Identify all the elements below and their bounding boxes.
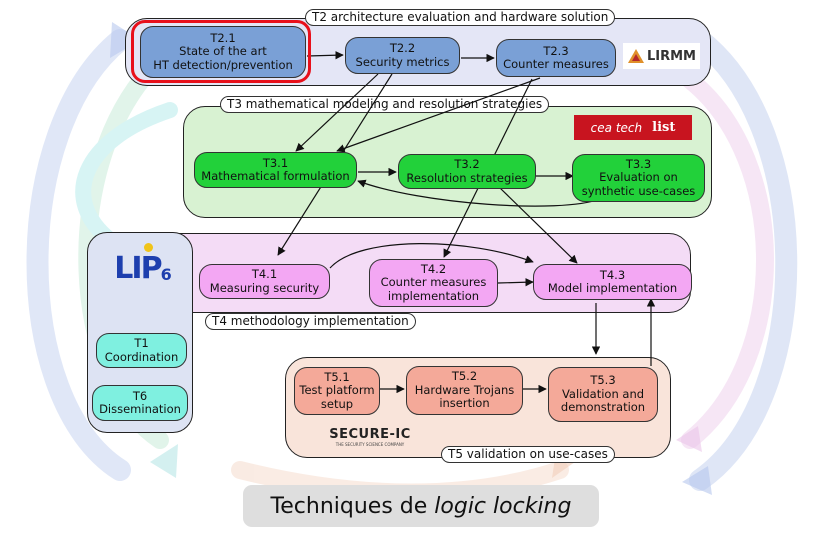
task-id: T5.3: [590, 373, 616, 388]
t4-panel-title: T4 methodology implementation: [205, 313, 416, 330]
task-name: Counter measures: [503, 57, 609, 71]
ceatech-text: cea tech: [590, 120, 643, 135]
lirmm-logo: LIRMM: [623, 43, 700, 69]
secure-ic-text: SECURE-IC: [329, 426, 411, 442]
task-id: T2.3: [543, 43, 569, 58]
task-id: T4.3: [599, 267, 626, 282]
task-name: Coordination: [104, 349, 179, 364]
task-t6[interactable]: T6 Dissemination: [92, 385, 188, 421]
t5-panel-title: T5 validation on use-cases: [441, 446, 615, 463]
task-t1[interactable]: T1 Coordination: [96, 333, 187, 368]
lip6-dot-icon: [144, 243, 153, 252]
task-t2-1[interactable]: T2.1 State of the art HT detection/preve…: [140, 26, 306, 78]
task-name: Counter measures implementation: [380, 275, 487, 303]
task-id: T3.1: [262, 155, 289, 170]
arrow-t42-t43: [497, 278, 534, 287]
task-id: T1: [134, 336, 149, 350]
task-t5-1[interactable]: T5.1 Test platform setup: [294, 367, 380, 415]
lip6-logo: LIP 6: [112, 243, 174, 293]
t2-panel-title: T2 architecture evaluation and hardware …: [305, 9, 616, 26]
lip6-text: LIP: [114, 250, 162, 286]
task-t4-1[interactable]: T4.1 Measuring security: [199, 264, 330, 299]
task-name: Model implementation: [547, 281, 678, 295]
task-name: Validation and demonstration: [560, 386, 646, 415]
task-t4-3[interactable]: T4.3 Model implementation: [533, 264, 692, 300]
arrow-t22-t31: [295, 73, 379, 152]
task-id: T4.2: [420, 261, 447, 276]
task-id: T5.1: [324, 369, 350, 384]
task-t5-3[interactable]: T5.3 Validation and demonstration: [548, 367, 658, 422]
arrow-t32-t43: [499, 187, 578, 264]
task-t3-3[interactable]: T3.3 Evaluation on synthetic use-cases: [572, 154, 705, 202]
task-id: T4.1: [251, 267, 278, 281]
list-text: list: [652, 120, 676, 135]
task-name: Mathematical formulation: [201, 169, 350, 183]
task-name: Security metrics: [355, 54, 450, 69]
secure-ic-logo: SECURE-IC THE SECURITY SCIENCE COMPANY: [322, 425, 418, 450]
task-t3-2[interactable]: T3.2 Resolution strategies: [398, 154, 536, 189]
lip6-number: 6: [160, 264, 172, 284]
task-t5-2[interactable]: T5.2 Hardware Trojans insertion: [406, 366, 523, 415]
lirmm-mark-icon: [627, 49, 644, 63]
task-t2-2[interactable]: T2.2 Security metrics: [345, 37, 460, 74]
task-id: T3.3: [625, 156, 652, 171]
cea-tech-list-logo: cea tech list: [574, 115, 692, 140]
arrow-t21-t22: [306, 51, 344, 60]
task-name: State of the art HT detection/prevention: [153, 44, 293, 72]
task-name: Hardware Trojans insertion: [414, 382, 515, 411]
task-id: T6: [132, 388, 148, 403]
task-name: Resolution strategies: [406, 170, 528, 185]
highlight-frame: [131, 20, 311, 83]
task-id: T3.2: [454, 157, 480, 171]
task-name: Evaluation on synthetic use-cases: [581, 170, 696, 198]
secure-ic-tagline: THE SECURITY SCIENCE COMPANY: [335, 441, 405, 447]
task-t4-2[interactable]: T4.2 Counter measures implementation: [369, 259, 498, 307]
task-name: Test platform setup: [299, 383, 375, 411]
task-name: Measuring security: [209, 280, 320, 295]
task-t2-3[interactable]: T2.3 Counter measures: [496, 39, 616, 77]
caption-italic: logic locking: [434, 493, 572, 519]
caption-text: Techniques de: [270, 493, 428, 519]
task-id: T5.2: [451, 369, 478, 384]
t3-panel-title: T3 mathematical modeling and resolution …: [220, 96, 550, 113]
task-id: T2.1: [210, 30, 236, 45]
task-id: T2.2: [389, 41, 416, 55]
arrow-t41-t43: [329, 243, 534, 269]
task-name: Dissemination: [99, 402, 181, 416]
arrow-t33-t31: [357, 179, 601, 207]
task-t3-1[interactable]: T3.1 Mathematical formulation: [194, 152, 357, 188]
arrow-t23-t31: [336, 77, 541, 153]
caption: Techniques de logic locking: [243, 485, 599, 527]
lirmm-text: LIRMM: [646, 48, 696, 64]
